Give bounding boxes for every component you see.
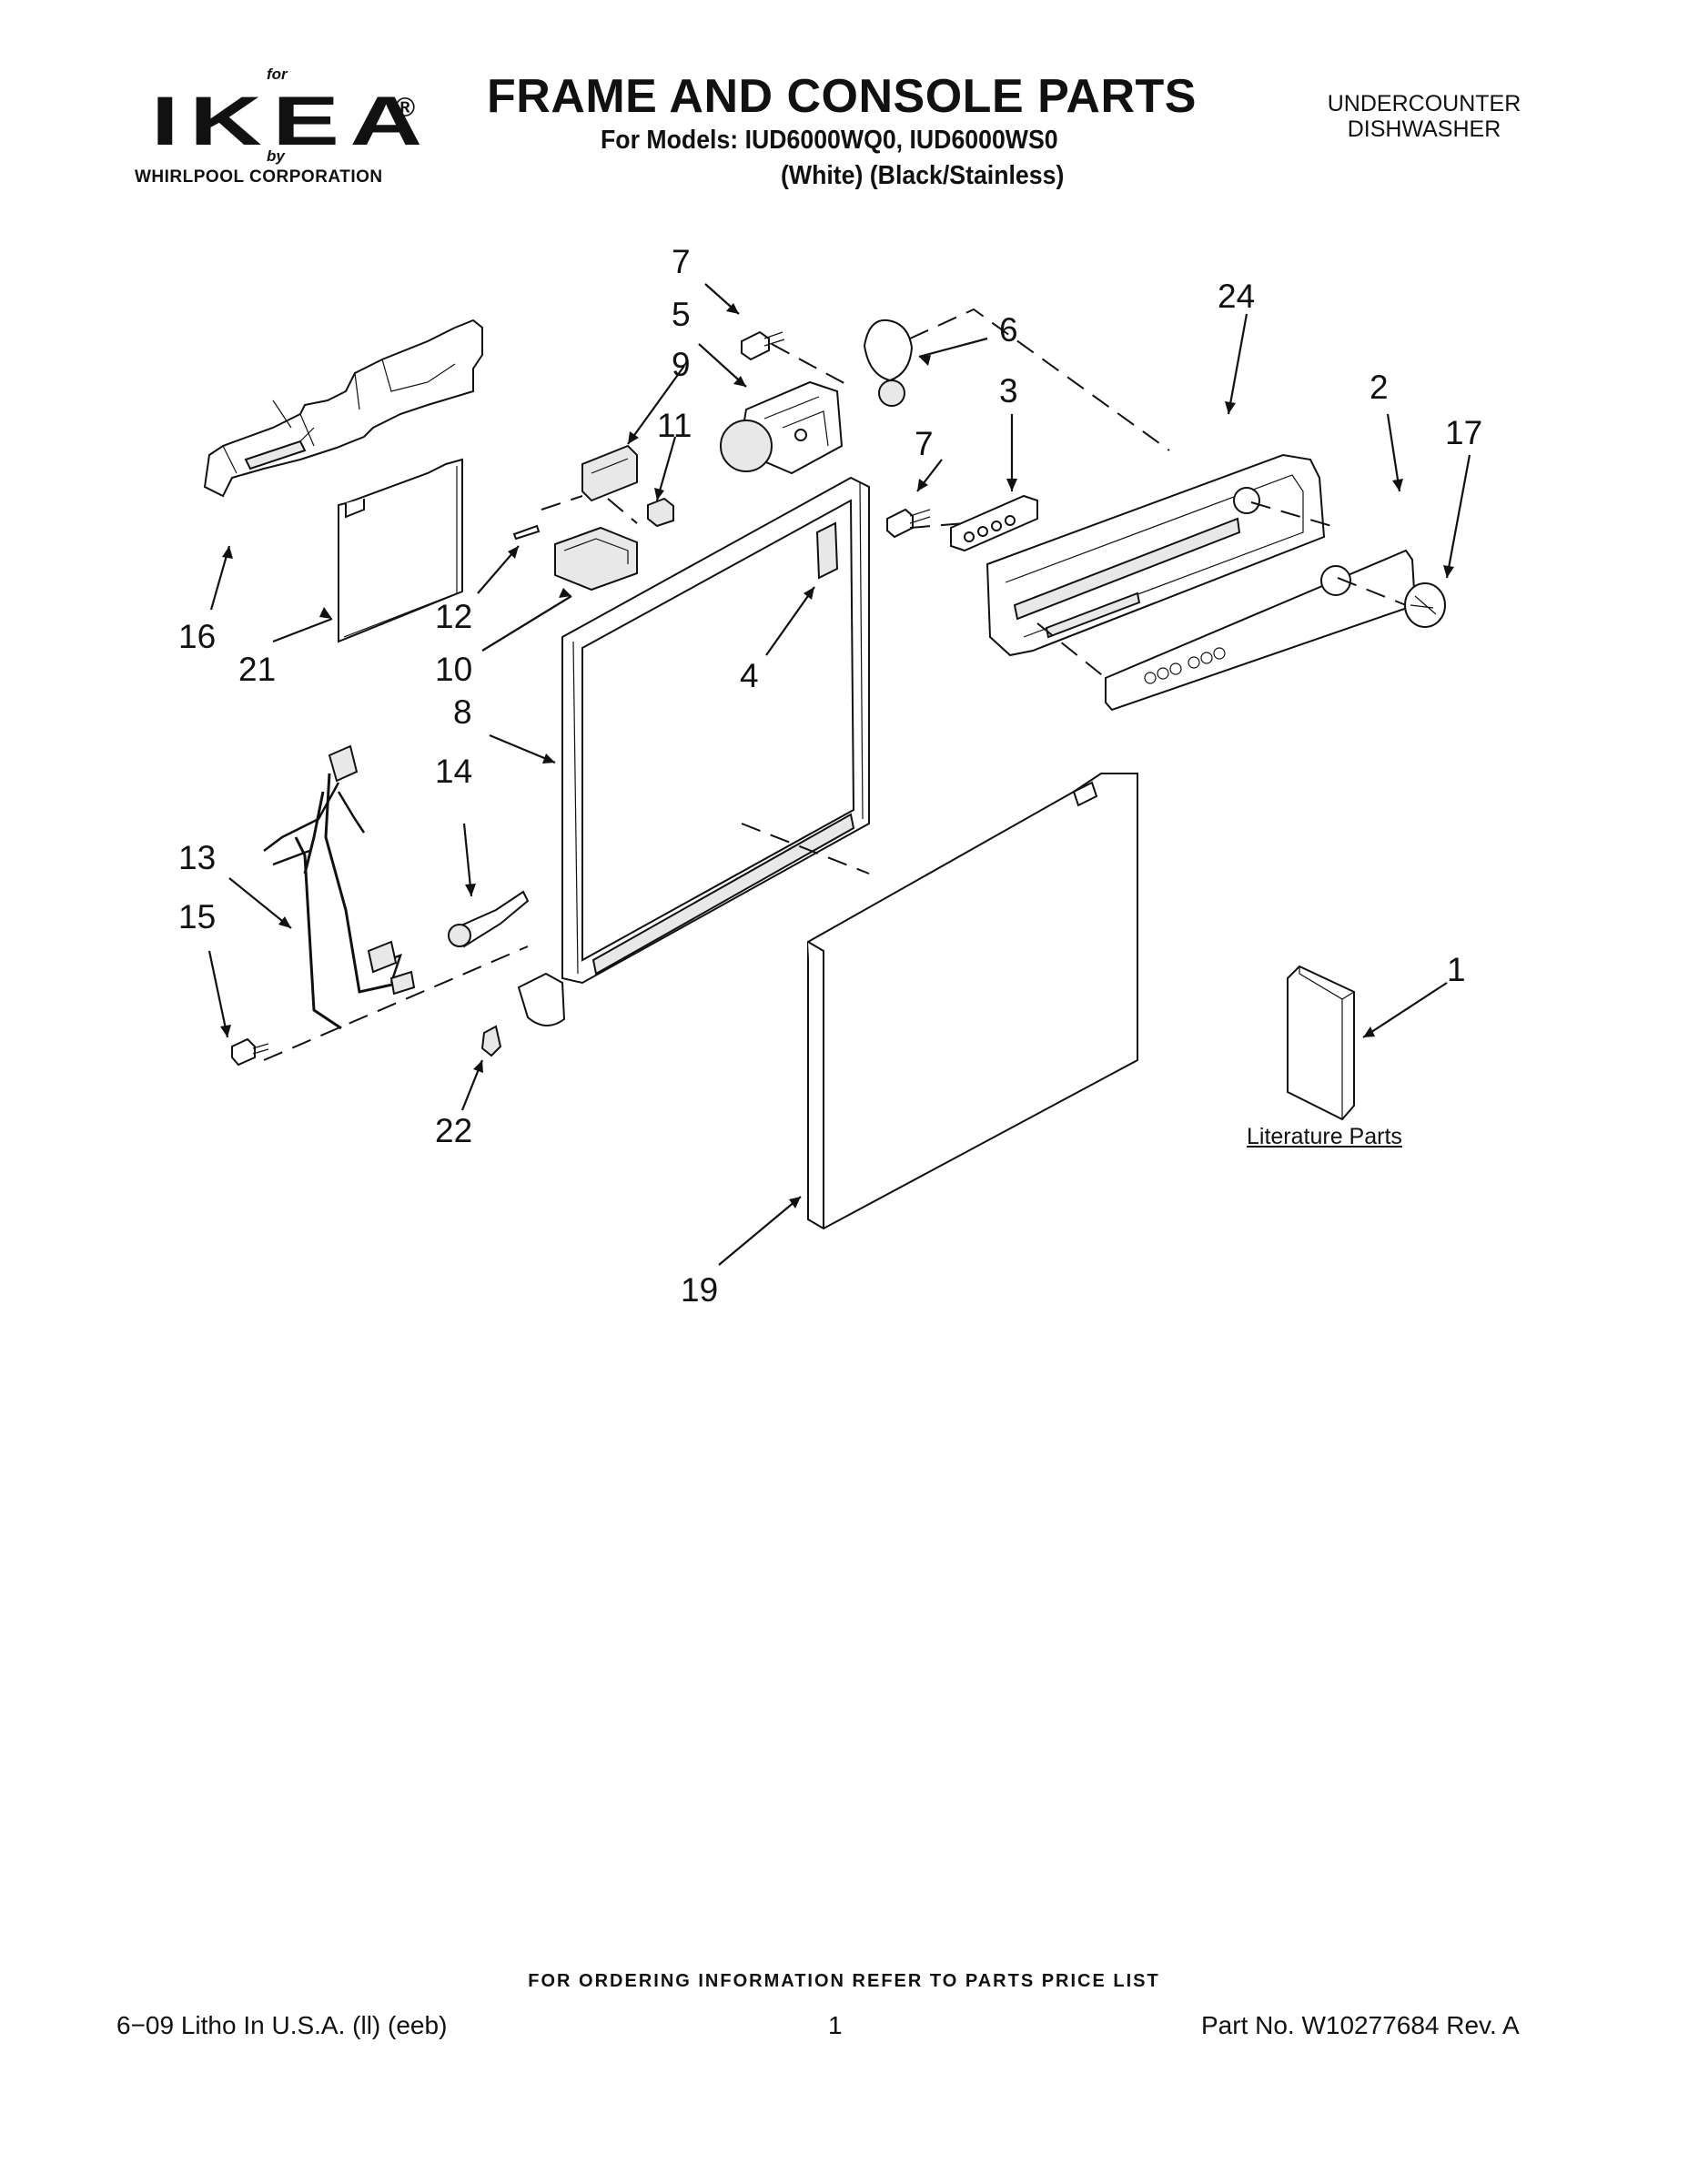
callout-19: 19 [681, 1271, 718, 1309]
page-title: FRAME AND CONSOLE PARTS [487, 70, 1197, 123]
callout-17: 17 [1445, 414, 1482, 451]
callout-24: 24 [1218, 278, 1255, 315]
part-5-switch-assembly [720, 380, 844, 475]
part-3-control-board [950, 494, 1038, 552]
logo-registered-mark: ® [395, 93, 416, 123]
callout-5: 5 [672, 296, 691, 333]
part-22-clip [480, 1025, 502, 1057]
model-numbers: For Models: IUD6000WQ0, IUD6000WS0 [601, 126, 1058, 155]
assembly-line-2 [909, 522, 1107, 679]
callout-8: 8 [453, 693, 472, 731]
callout-11: 11 [657, 407, 692, 444]
callout-3: 3 [999, 372, 1018, 410]
part-number: Part No. W10277684 Rev. A [1201, 2011, 1520, 2039]
model-variants: (White) (Black/Stainless) [781, 161, 1065, 190]
callout-21: 21 [238, 651, 276, 688]
part-9-connector [581, 444, 638, 502]
part-19-door-panel [807, 773, 1138, 1230]
part-10-bracket [554, 526, 638, 592]
callout-1: 1 [1447, 951, 1466, 988]
part-6-cam-knob [863, 318, 914, 407]
literature-parts-label: Literature Parts [1247, 1124, 1402, 1149]
callout-10: 10 [435, 651, 472, 688]
assembly-line-4 [263, 823, 870, 1061]
callout-7-upper: 7 [672, 243, 691, 280]
callout-14: 14 [435, 753, 472, 790]
product-category: UNDERCOUNTER DISHWASHER [1310, 91, 1538, 142]
part-16-control-housing [203, 318, 483, 498]
assembly-line-1 [771, 308, 1170, 451]
callout-22: 22 [435, 1112, 472, 1149]
callout-2: 2 [1370, 369, 1389, 406]
callout-13: 13 [178, 839, 216, 876]
category-line-1: UNDERCOUNTER [1327, 91, 1521, 116]
litho-info: 6−09 Litho In U.S.A. (ll) (eeb) [116, 2011, 448, 2039]
callout-4: 4 [740, 657, 759, 694]
callout-16: 16 [178, 618, 216, 655]
part-11-clip [647, 497, 674, 528]
part-17-knob [1404, 582, 1446, 628]
page-number: 1 [828, 2011, 843, 2039]
ikea-whirlpool-logo: for IKEA ® by WHIRLPOOL CORPORATION [135, 66, 435, 193]
callout-9: 9 [672, 346, 691, 383]
part-12-pin [512, 524, 541, 541]
callout-7-lower: 7 [915, 425, 934, 462]
leader-arrowheads [220, 303, 1454, 1208]
part-21-shield [338, 458, 463, 643]
part-7-screw-lower [886, 508, 931, 539]
logo-brand-name: IKEA [151, 83, 433, 160]
exploded-parts-diagram: 7 5 6 3 9 11 7 24 2 17 16 21 12 10 4 8 1… [178, 243, 1482, 1309]
callout-6: 6 [999, 311, 1018, 349]
callout-15: 15 [178, 898, 216, 935]
ordering-information-note: FOR ORDERING INFORMATION REFER TO PARTS … [528, 1971, 1160, 1991]
callout-12: 12 [435, 598, 472, 635]
part-15-ground-screw [231, 1037, 269, 1067]
part-7-screw-upper [741, 330, 785, 361]
assembly-line-5 [541, 495, 638, 524]
part-14-sensor [448, 890, 530, 948]
part-1-literature-booklet [1287, 965, 1355, 1121]
assembly-line-3 [1250, 501, 1407, 606]
part-8-door-frame [517, 476, 870, 1026]
logo-for-text: for [267, 66, 288, 83]
category-line-2: DISHWASHER [1347, 116, 1501, 142]
logo-by-text: by [267, 147, 285, 165]
part-13-wire-harness [263, 744, 416, 1030]
part-24-console-panel [986, 453, 1326, 657]
logo-corporation-text: WHIRLPOOL CORPORATION [135, 167, 383, 187]
